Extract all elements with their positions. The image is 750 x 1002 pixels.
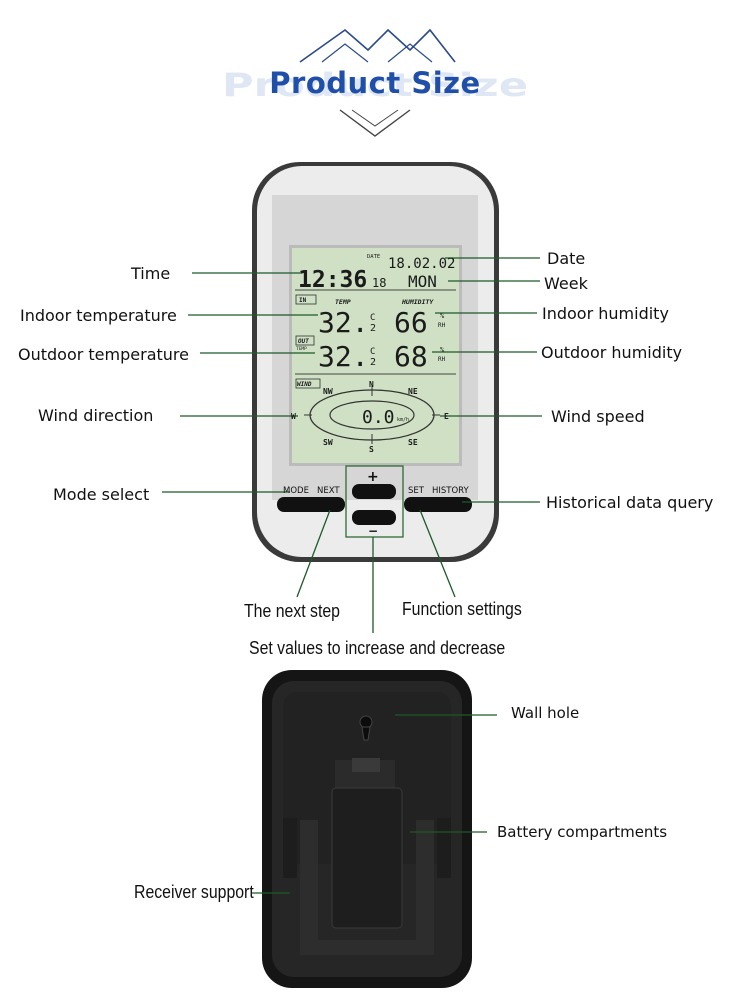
- lcd-wind-tag: WIND: [297, 381, 312, 388]
- lcd-in-tag: IN: [299, 297, 307, 304]
- plus-button-label: +: [367, 469, 379, 485]
- lcd-indoor-temp-decimal: 2: [370, 323, 376, 334]
- lcd-time: 12:36: [298, 267, 367, 293]
- lcd-out-tag: OUT: [298, 338, 309, 345]
- page-title: Product Size: [269, 66, 481, 100]
- lcd-outdoor-unit-rh: RH: [438, 356, 446, 363]
- mode-next-button-shape: [277, 497, 345, 512]
- lcd-date-tag: DATE: [367, 254, 380, 260]
- header-ornament: [299, 28, 456, 137]
- lcd-indoor-unit-c: C: [370, 313, 375, 323]
- label-wind-direction: Wind direction: [38, 406, 154, 425]
- lcd-outdoor-unit-pct: %: [440, 346, 445, 354]
- lcd-dir-sw: SW: [323, 438, 333, 447]
- battery-compartment-cover: [331, 787, 403, 929]
- lcd-outdoor-humidity: 68: [394, 340, 428, 373]
- lcd-date: 18.02.02: [388, 256, 455, 272]
- set-button-label: SET: [408, 486, 425, 496]
- lcd-indoor-humidity: 66: [394, 306, 428, 339]
- lcd-dir-se: SE: [408, 438, 418, 447]
- label-wall-hole: Wall hole: [511, 704, 580, 722]
- label-receiver-support: Receiver support: [134, 882, 254, 902]
- label-function-settings: Function settings: [402, 599, 522, 619]
- label-indoor-humidity: Indoor humidity: [542, 304, 669, 323]
- label-date: Date: [547, 249, 586, 268]
- lcd-dir-w: W: [291, 412, 296, 421]
- label-outdoor-humidity: Outdoor humidity: [541, 343, 683, 362]
- label-mode-select: Mode select: [53, 485, 150, 504]
- label-battery-compartments: Battery compartments: [497, 823, 668, 841]
- lcd-dir-s: S: [369, 445, 374, 454]
- label-historical-data-query: Historical data query: [546, 493, 714, 512]
- label-set-values: Set values to increase and decrease: [249, 638, 506, 658]
- lcd-wind-speed: 0.0: [362, 407, 395, 428]
- label-next-step: The next step: [244, 601, 340, 621]
- history-button-label: HISTORY: [432, 486, 470, 496]
- lcd-humidity-tag: HUMIDITY: [401, 298, 434, 306]
- label-indoor-temperature: Indoor temperature: [20, 306, 177, 325]
- next-button-label: NEXT: [317, 486, 340, 496]
- minus-button-label: −: [368, 524, 378, 538]
- lcd-outdoor-temp-decimal: 2: [370, 357, 376, 368]
- set-history-button-shape: [404, 497, 472, 512]
- plus-button-shape: [352, 484, 396, 499]
- lcd-dir-ne: NE: [408, 387, 418, 396]
- lcd-indoor-unit-rh: RH: [438, 322, 446, 329]
- lcd-dir-n: N: [369, 380, 374, 389]
- minus-button-shape: [352, 510, 396, 525]
- page-title-ghost: Product Size: [222, 66, 528, 104]
- label-time: Time: [131, 264, 171, 283]
- lcd-indoor-unit-pct: %: [440, 312, 445, 320]
- lcd-screen: [292, 248, 459, 463]
- lcd-seconds: 18: [372, 276, 386, 290]
- lcd-outdoor-unit-c: C: [370, 347, 375, 357]
- label-wind-speed: Wind speed: [551, 407, 645, 426]
- lcd-indoor-temp: 32.: [318, 306, 369, 339]
- label-week: Week: [544, 274, 588, 293]
- lcd-out-temp-tag: TEMP: [296, 346, 307, 352]
- lcd-wind-unit: km/h: [397, 417, 409, 423]
- label-outdoor-temperature: Outdoor temperature: [18, 345, 189, 364]
- lcd-outdoor-temp: 32.: [318, 340, 369, 373]
- lcd-dir-e: E: [444, 412, 449, 421]
- lcd-dir-nw: NW: [323, 387, 333, 396]
- callout-lines: [162, 257, 542, 894]
- lcd-temp-tag: TEMP: [335, 298, 351, 306]
- mode-button-label: MODE: [283, 486, 309, 496]
- lcd-week: MON: [408, 272, 437, 291]
